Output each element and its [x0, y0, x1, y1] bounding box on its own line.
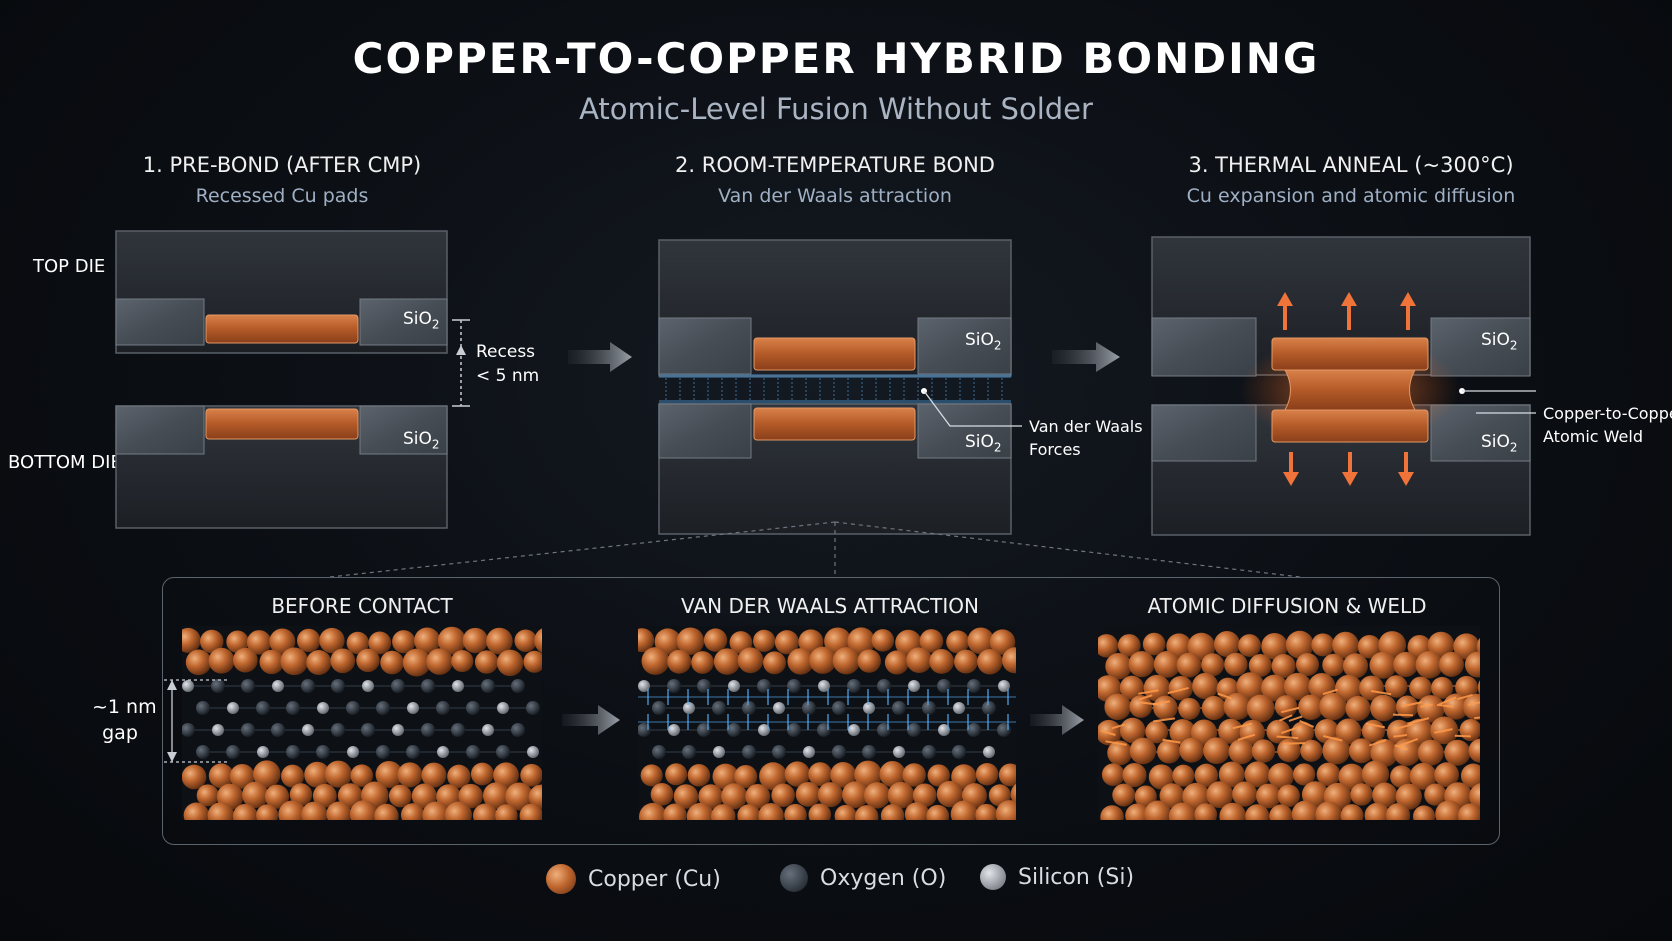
step-2-subtitle: Van der Waals attraction	[718, 185, 952, 207]
recess-dimension	[452, 319, 470, 407]
stage-2-top-die	[658, 239, 1012, 377]
atomic-panel-vdw	[638, 626, 1016, 820]
top-die-label: TOP DIE	[33, 256, 106, 277]
stage-2-vdw-zone	[659, 374, 1011, 404]
legend-silicon: Silicon (Si)	[980, 864, 1134, 890]
copper-atom-icon	[546, 864, 576, 894]
inset-title-before: BEFORE CONTACT	[271, 594, 453, 618]
step-3-title: 3. THERMAL ANNEAL (~300°C)	[1188, 153, 1514, 177]
stage-1-top-die	[115, 230, 448, 354]
bottom-die-label: BOTTOM DIE	[8, 452, 122, 473]
atomic-inset-panel	[162, 577, 1500, 845]
stage-3-fused-copper	[1240, 335, 1460, 445]
step-2-title: 2. ROOM-TEMPERATURE BOND	[675, 153, 995, 177]
inset-connector	[329, 521, 1301, 578]
expansion-arrows	[1277, 292, 1416, 486]
step-1-title: 1. PRE-BOND (AFTER CMP)	[142, 153, 422, 177]
legend-oxygen: Oxygen (O)	[780, 864, 946, 892]
sio2-label: SiO2	[965, 330, 1002, 353]
process-arrow-1	[568, 342, 632, 372]
weld-callout-line	[1459, 388, 1536, 414]
stage-1-bottom-die	[115, 405, 448, 529]
recess-label: Recess< 5 nm	[476, 342, 540, 386]
sio2-label: SiO2	[1481, 432, 1518, 455]
sio2-label: SiO2	[1481, 330, 1518, 353]
sio2-label: SiO2	[965, 432, 1002, 455]
page-title: COPPER-TO-COPPER HYBRID BONDING	[352, 34, 1320, 83]
atomic-panel-before	[182, 626, 542, 820]
step-3-subtitle: Cu expansion and atomic diffusion	[1186, 185, 1516, 207]
process-arrow-2	[1052, 342, 1120, 372]
atomic-panel-weld	[1098, 626, 1480, 820]
stage-2-bottom-die	[658, 403, 1012, 535]
sio2-label: SiO2	[403, 309, 440, 332]
oxygen-atom-icon	[780, 864, 808, 892]
stage-3-bottom-die	[1151, 404, 1531, 536]
vdw-callout-line	[921, 388, 1022, 427]
inset-arrow-1	[562, 705, 620, 735]
silicon-atom-icon	[980, 864, 1006, 890]
inset-title-vdw: VAN DER WAALS ATTRACTION	[681, 594, 979, 618]
inset-title-weld: ATOMIC DIFFUSION & WELD	[1147, 594, 1427, 618]
gap-dimension	[164, 679, 230, 763]
legend-copper: Copper (Cu)	[546, 864, 721, 894]
step-1-subtitle: Recessed Cu pads	[195, 185, 369, 207]
inset-arrow-2	[1030, 705, 1084, 735]
page-subtitle: Atomic-Level Fusion Without Solder	[579, 92, 1093, 126]
sio2-label: SiO2	[403, 429, 440, 452]
